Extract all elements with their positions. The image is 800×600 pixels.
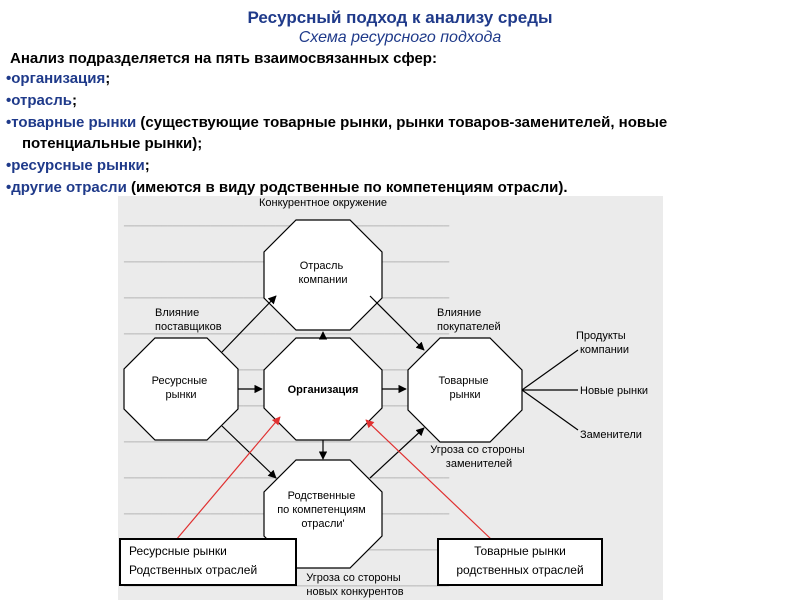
list-item: •организация;: [6, 70, 110, 87]
fan-line-substitutes: [521, 389, 579, 431]
faded-background-text: ━━━━━━━━━━━━━━━━━━━━━━━━━━━━━━━━━━━━━━━━…: [124, 222, 450, 232]
company-products-label: Продукты компании: [576, 330, 629, 356]
faded-background-text: ━━━━━━━━━━━━━━━━━━━━━━━━━━━━━━━━━━━━━━━━…: [124, 582, 450, 592]
callout-line: родственных отраслей: [456, 563, 584, 577]
resource-to-related-arrow: [221, 425, 277, 479]
product-markets-label: Товарные рынки: [438, 375, 491, 401]
callout-line: Родственных отраслей: [129, 563, 258, 577]
callout-product-markets-related: Товарные рынки родственных отраслей: [437, 538, 603, 586]
list-item-rest: ;: [105, 70, 111, 87]
pointer-left: [175, 416, 281, 541]
list-item-rest: ;: [144, 157, 150, 174]
intro-text: Анализ подразделяется на пять взаимосвяз…: [10, 50, 437, 67]
competitive-env-label: Конкурентное окружение: [259, 197, 387, 209]
buyer-influence-label: Влияние покупателей: [437, 307, 501, 333]
list-item-term: •организация: [6, 70, 106, 87]
list-item: •ресурсные рынки;: [6, 157, 150, 174]
supplier-influence-label: Влияние поставщиков: [155, 307, 222, 333]
substitutes-label: Заменители: [580, 429, 642, 441]
industry-label: Отрасль компании: [298, 260, 347, 286]
resource-markets-label: Ресурсные рынки: [152, 375, 211, 401]
list-item: •товарные рынки (существующие товарные р…: [6, 114, 667, 131]
callout-line: Товарные рынки: [474, 544, 566, 558]
list-item-term: •отрасль: [6, 92, 72, 109]
list-item-term: •ресурсные рынки: [6, 157, 145, 174]
related-to-product-arrow: [369, 427, 425, 479]
related-industries-label: Родственные по компетенциям отрасли': [277, 490, 369, 530]
new-entrants-threat-label: Угроза со стороны новых конкурентов: [306, 572, 403, 598]
list-item-rest: потенциальные рынки);: [22, 135, 203, 152]
page-subtitle: Схема ресурсного подхода: [298, 29, 502, 46]
callout-line: Ресурсные рынки: [129, 544, 227, 558]
industry-to-product-arrow: [369, 295, 425, 351]
resource-to-industry-arrow: [221, 295, 277, 353]
list-item-continuation: потенциальные рынки);: [22, 135, 202, 152]
list-item-rest: ;: [71, 92, 77, 109]
organization-label: Организация: [288, 384, 359, 396]
list-item-rest: (существующие товарные рынки, рынки това…: [136, 114, 668, 131]
industry-octagon: [263, 219, 383, 331]
list-item: •отрасль;: [6, 92, 77, 109]
fan-line-products: [521, 349, 579, 391]
faded-background-text: ━━━━━━━━━━━━━━━━━━━━━━━━━━━━━━━━━━━━━━━━…: [124, 438, 450, 448]
new-markets-label: Новые рынки: [580, 385, 648, 397]
list-item-term: •товарные рынки: [6, 114, 137, 131]
list-item: •другие отрасли (имеются в виду родствен…: [6, 179, 568, 196]
faded-background-text: ━━━━━━━━━━━━━━━━━━━━━━━━━━━━━━━━━━━━━━━━…: [124, 330, 450, 340]
resource-markets-octagon: [123, 337, 239, 441]
pointer-right: [365, 419, 493, 541]
product-markets-octagon: [407, 337, 523, 443]
substitute-threat-label: Угроза со стороны заменителей: [430, 444, 527, 470]
list-item-term: •другие отрасли: [6, 179, 127, 196]
list-item-rest: (имеются в виду родственные по компетенц…: [126, 179, 568, 196]
page-title: Ресурсный подход к анализу среды: [247, 8, 553, 27]
organization-octagon: [263, 337, 383, 441]
callout-resource-markets-related: Ресурсные рынки Родственных отраслей: [119, 538, 297, 586]
